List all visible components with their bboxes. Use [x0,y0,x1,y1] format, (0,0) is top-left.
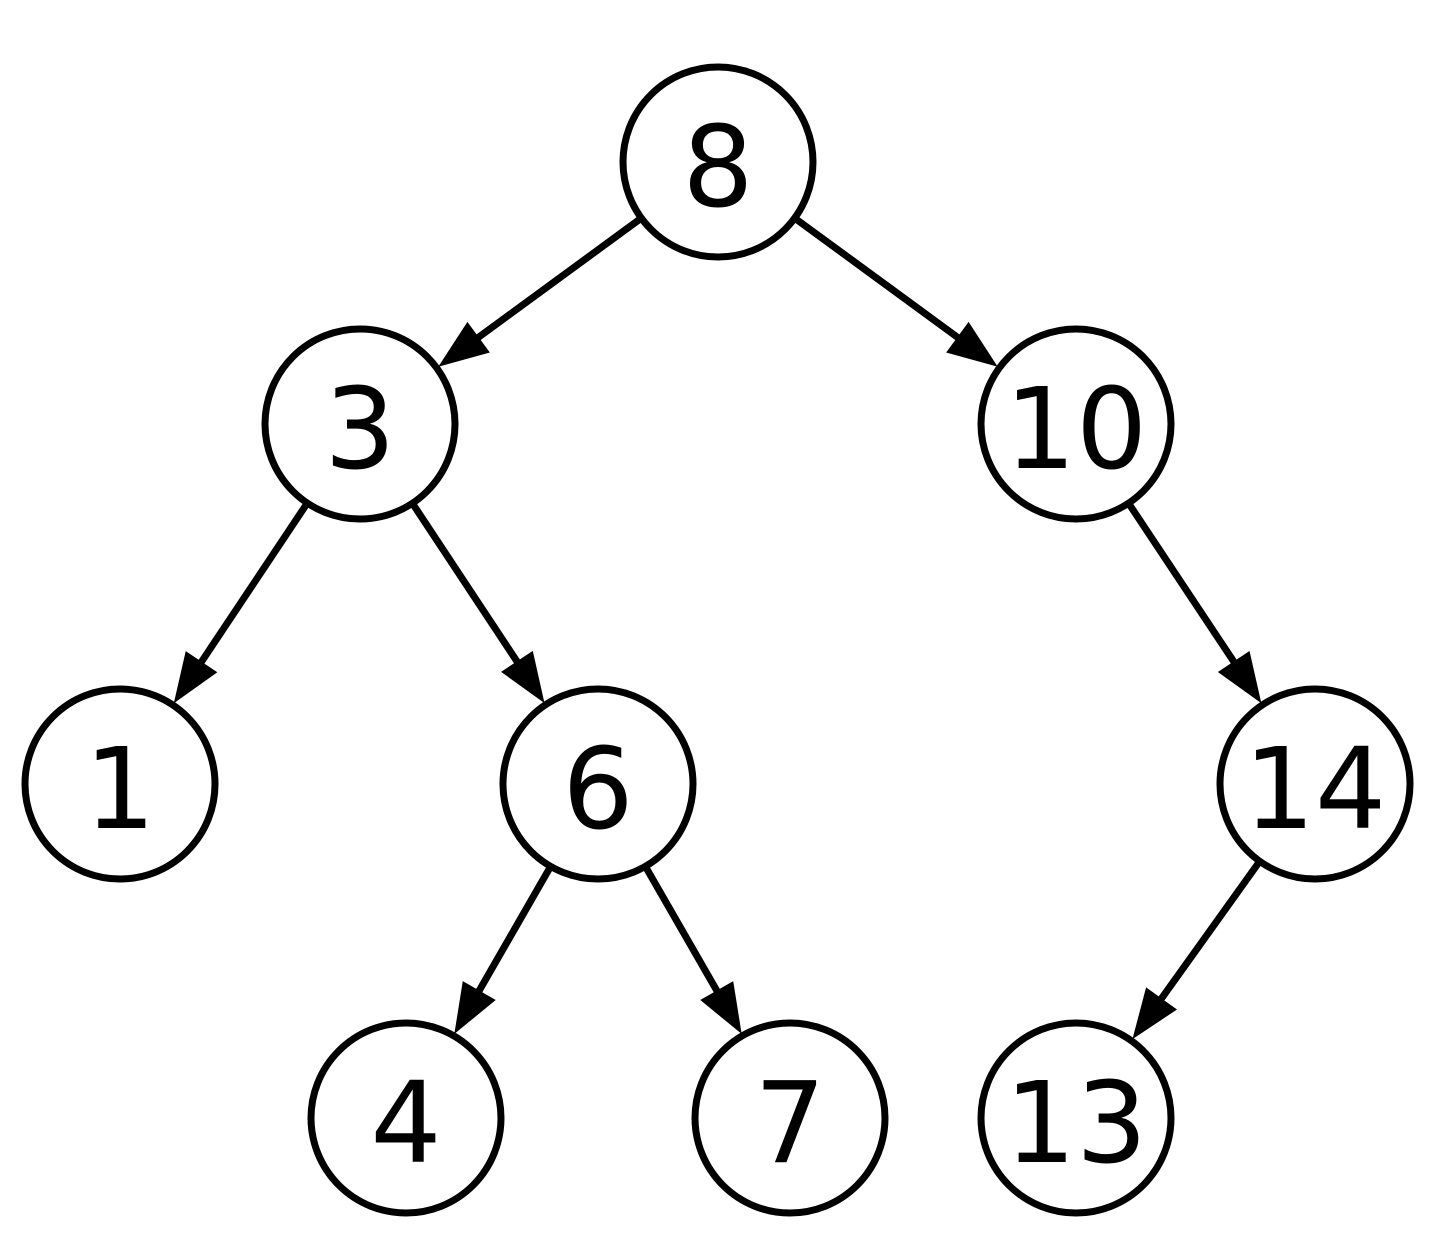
edge-line [410,502,523,667]
node-circle [977,1019,1175,1217]
node-label: 3 [324,365,395,495]
edge-8-to-3 [438,216,642,367]
tree-node-10: 10 [977,325,1175,523]
node-label: 1 [84,725,155,855]
node-circle [261,325,459,523]
node-circle [21,685,219,883]
tree-node-13: 13 [977,1019,1175,1217]
edge-10-to-14 [1126,502,1262,704]
node-circle [307,1019,505,1217]
tree-node-8: 8 [619,63,817,261]
node-label: 8 [682,103,753,233]
tree-node-4: 4 [307,1019,505,1217]
edge-line [1156,860,1262,1004]
tree-node-7: 7 [691,1019,889,1217]
arrowhead-icon [438,321,490,367]
node-label: 7 [754,1059,825,1189]
tree-node-14: 14 [1216,685,1414,883]
arrowhead-icon [454,981,496,1034]
node-label: 13 [1005,1059,1148,1189]
arrowhead-icon [700,981,742,1034]
edge-line [196,502,310,667]
node-label: 10 [1005,365,1148,495]
tree-node-3: 3 [261,325,459,523]
edge-line [473,216,642,343]
node-label: 6 [562,725,633,855]
nodes-layer: 8 3 10 1 6 14 4 7 [21,63,1414,1217]
node-label: 4 [370,1059,441,1189]
edge-line [1126,502,1239,667]
node-circle [977,325,1175,523]
arrowhead-icon [1217,651,1262,704]
arrowhead-icon [1132,987,1177,1040]
edge-line [643,866,722,996]
edge-8-to-10 [794,216,998,367]
tree-node-1: 1 [21,685,219,883]
node-label: 14 [1244,725,1387,855]
edge-line [474,866,553,996]
edge-line [794,216,963,343]
node-circle [1216,685,1414,883]
edge-6-to-7 [643,866,742,1034]
edge-3-to-6 [410,502,545,704]
arrowhead-icon [173,651,218,704]
arrowhead-icon [501,650,545,704]
node-circle [691,1019,889,1217]
node-circle [619,63,817,261]
edge-6-to-4 [454,866,553,1034]
edge-3-to-1 [173,502,310,704]
arrowhead-icon [946,321,998,367]
edges-layer [173,216,1262,1040]
tree-node-6: 6 [499,685,697,883]
edge-14-to-13 [1132,860,1262,1040]
node-circle [499,685,697,883]
